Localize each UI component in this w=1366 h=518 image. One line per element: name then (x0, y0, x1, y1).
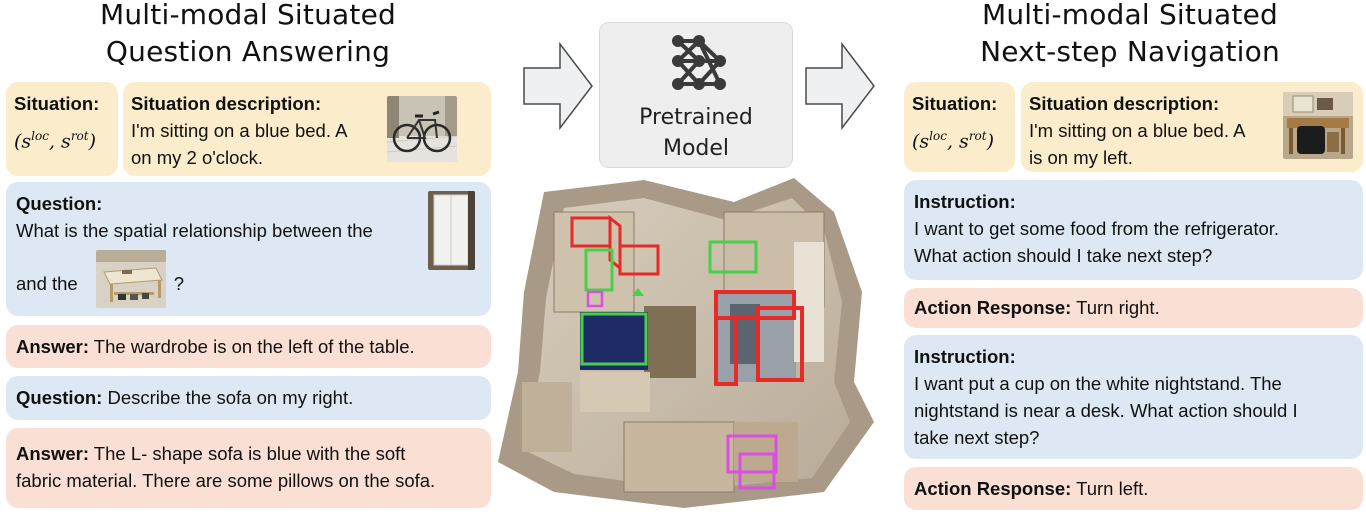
right-instruction2-line3: take next step? (914, 427, 1040, 448)
left-question-label: Question: (16, 193, 103, 214)
right-instruction2-line2: nightstand is near a desk. What action s… (914, 400, 1298, 421)
left-answer2-box: Answer: The L- shape sofa is blue with t… (6, 428, 491, 508)
right-desc-line1: I'm sitting on a blue bed. A (1029, 120, 1246, 141)
right-situation-box: Situation: (sloc, srot) (904, 82, 1015, 172)
desk-photo (1283, 92, 1353, 159)
bicycle-photo (387, 96, 457, 162)
left-question-box: Question: What is the spatial relationsh… (6, 182, 491, 316)
right-instruction1-box: Instruction: I want to get some food fro… (904, 180, 1363, 280)
model-label-line2: Model (662, 136, 730, 161)
table-photo (96, 250, 166, 308)
left-answer2-line2: fabric material. There are some pillows … (16, 470, 436, 491)
right-action2-label: Action Response: (914, 478, 1072, 499)
right-instruction1-line1: I want to get some food from the refrige… (914, 218, 1280, 239)
right-arrow-icon (805, 42, 875, 130)
left-title: Multi-modal Situated Question Answering (10, 0, 486, 70)
left-title-line2: Question Answering (105, 35, 391, 68)
left-desc-label: Situation description: (131, 93, 322, 114)
left-question2-label: Question: (16, 387, 103, 408)
pretrained-model-box: Pretrained Model (599, 22, 793, 168)
right-title-line1: Multi-modal Situated (982, 0, 1278, 31)
right-desc-line2: is on my left. (1029, 147, 1133, 168)
right-instruction2-label: Instruction: (914, 346, 1016, 367)
left-answer1-box: Answer: The wardrobe is on the left of t… (6, 325, 491, 368)
right-title-line2: Next-step Navigation (980, 35, 1280, 68)
right-title: Multi-modal Situated Next-step Navigatio… (888, 0, 1366, 70)
left-answer1-text: The wardrobe is on the left of the table… (89, 336, 415, 357)
right-action2-box: Action Response: Turn left. (904, 467, 1363, 510)
model-label-line1: Pretrained (639, 105, 753, 130)
right-instruction1-line2: What action should I take next step? (914, 245, 1213, 266)
left-question2-text: Describe the sofa on my right. (102, 387, 354, 408)
left-question-line1: What is the spatial relationship between… (16, 220, 373, 241)
left-title-line1: Multi-modal Situated (100, 0, 396, 31)
left-question-line2: and the? (16, 273, 185, 294)
right-instruction2-box: Instruction: I want put a cup on the whi… (904, 335, 1363, 459)
right-action1-text: Turn right. (1071, 297, 1160, 318)
right-instruction1-label: Instruction: (914, 191, 1016, 212)
left-situation-box: Situation: (sloc, srot) (6, 82, 118, 176)
left-answer2-line1: Answer: The L- shape sofa is blue with t… (16, 443, 406, 464)
right-situation-label: Situation: (912, 93, 998, 114)
left-answer1-label: Answer: (16, 336, 89, 357)
right-instruction2-line1: I want put a cup on the white nightstand… (914, 373, 1282, 394)
left-question2-box: Question: Describe the sofa on my right. (6, 376, 491, 420)
3d-scene-scan (498, 178, 874, 508)
neural-network-icon (672, 35, 726, 90)
left-situation-formula: (sloc, srot) (14, 129, 97, 153)
right-desc-label: Situation description: (1029, 93, 1220, 114)
right-situation-formula: (sloc, srot) (912, 129, 995, 153)
right-arrow-icon (523, 42, 593, 130)
left-desc-line2: on my 2 o'clock. (131, 147, 264, 168)
right-action2-text: Turn left. (1071, 478, 1149, 499)
left-situation-label: Situation: (14, 93, 100, 114)
right-action1-box: Action Response: Turn right. (904, 288, 1363, 328)
wardrobe-photo (428, 191, 475, 270)
right-action1-label: Action Response: (914, 297, 1072, 318)
